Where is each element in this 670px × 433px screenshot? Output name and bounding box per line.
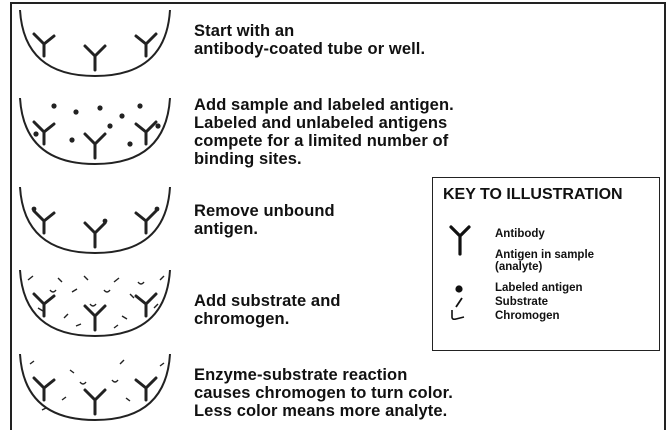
well-3-remove-unbound xyxy=(14,185,176,257)
well-1-antibody-coated xyxy=(14,8,176,80)
step-2-line-4: binding sites. xyxy=(194,150,454,168)
step-3-text: Remove unbound antigen. xyxy=(194,202,335,238)
step-4-line-2: chromogen. xyxy=(194,310,341,328)
key-item-antigen-line-2: (analyte) xyxy=(495,261,594,273)
step-5-line-2: causes chromogen to turn color. xyxy=(194,384,453,402)
step-2-line-3: compete for a limited number of xyxy=(194,132,454,150)
step-5-text: Enzyme-substrate reaction causes chromog… xyxy=(194,366,453,420)
key-item-antigen: Antigen in sample (analyte) xyxy=(495,249,594,273)
key-item-labeled-antigen-label: Labeled antigen xyxy=(495,282,583,294)
step-5-line-3: Less color means more analyte. xyxy=(194,402,453,420)
step-2-text: Add sample and labeled antigen. Labeled … xyxy=(194,96,454,168)
key-item-antibody-label: Antibody xyxy=(495,228,545,240)
step-3-line-2: antigen. xyxy=(194,220,335,238)
key-item-chromogen-label: Chromogen xyxy=(495,310,560,322)
key-item-chromogen: Chromogen xyxy=(495,310,560,322)
key-item-antigen-line-1: Antigen in sample xyxy=(495,249,594,261)
step-2-line-2: Labeled and unlabeled antigens xyxy=(194,114,454,132)
step-5-line-1: Enzyme-substrate reaction xyxy=(194,366,453,384)
well-2-add-sample xyxy=(14,96,176,168)
key-item-substrate-label: Substrate xyxy=(495,296,548,308)
well-4-add-substrate xyxy=(14,268,176,340)
step-4-text: Add substrate and chromogen. xyxy=(194,292,341,328)
key-to-illustration: KEY TO ILLUSTRATION Antibody Antigen in … xyxy=(432,177,660,351)
key-item-substrate: Substrate xyxy=(495,296,548,308)
step-2-line-1: Add sample and labeled antigen. xyxy=(194,96,454,114)
key-item-antibody: Antibody xyxy=(495,228,545,240)
well-5-color-reaction xyxy=(14,352,176,424)
step-1-line-2: antibody-coated tube or well. xyxy=(194,40,425,58)
step-3-line-1: Remove unbound xyxy=(194,202,335,220)
antibody-icon xyxy=(447,222,473,261)
step-1-line-1: Start with an xyxy=(194,22,425,40)
key-item-labeled-antigen: Labeled antigen xyxy=(495,282,583,294)
key-title: KEY TO ILLUSTRATION xyxy=(443,186,623,204)
step-1-text: Start with an antibody-coated tube or we… xyxy=(194,22,425,58)
step-4-line-1: Add substrate and xyxy=(194,292,341,310)
chromogen-icon xyxy=(449,308,467,327)
